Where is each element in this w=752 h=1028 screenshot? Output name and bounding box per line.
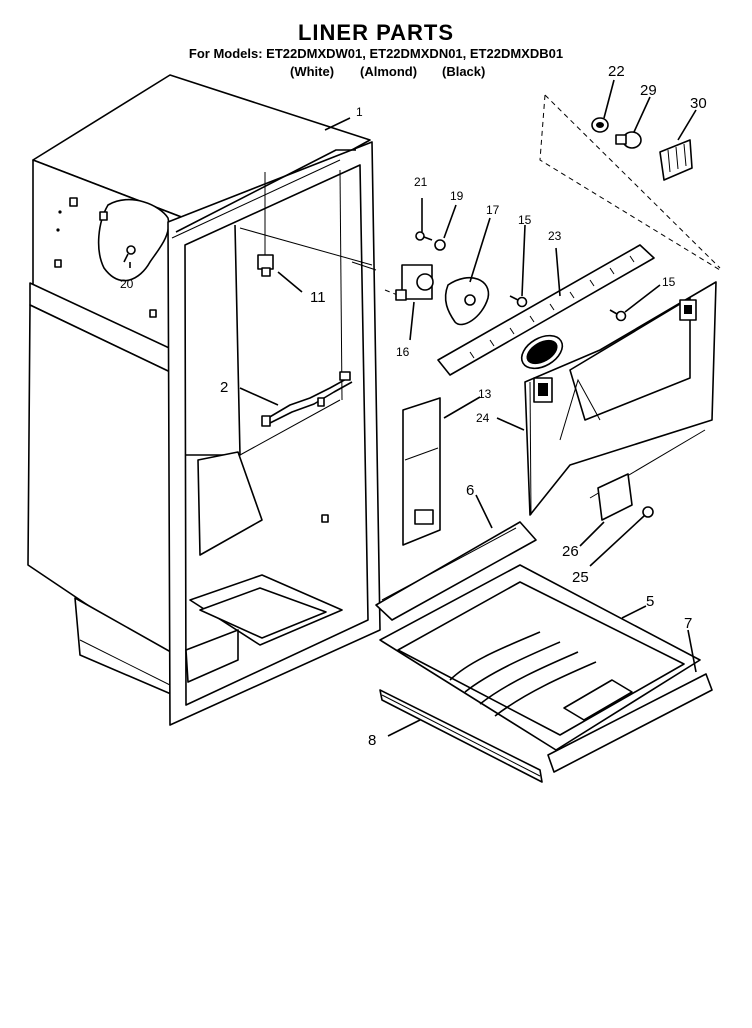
callout-15b: 15 (662, 275, 676, 289)
callout-21: 21 (414, 175, 428, 189)
page-title: LINER PARTS (297, 20, 455, 45)
finish-white: (White) (290, 64, 335, 79)
callout-16: 16 (396, 345, 410, 359)
crisper-pan-assembly (375, 521, 713, 783)
evaporator-cover-assembly (384, 94, 721, 546)
callout-19: 19 (450, 189, 464, 203)
finish-black: (Black) (442, 64, 486, 79)
callout-13: 13 (478, 387, 492, 401)
part-20-screw (123, 245, 136, 263)
callout-2: 2 (220, 379, 228, 396)
callout-labels: 1 2 5 6 7 8 11 13 15 15 16 17 19 20 21 2… (120, 63, 707, 749)
callout-29: 29 (640, 82, 657, 99)
callout-22: 22 (608, 63, 625, 80)
callout-15a: 15 (518, 213, 532, 227)
callout-7: 7 (684, 615, 692, 632)
callout-5: 5 (646, 593, 654, 610)
callout-17: 17 (486, 203, 500, 217)
callout-1: 1 (356, 105, 363, 119)
models-line: For Models: ET22DMXDW01, ET22DMXDN01, ET… (188, 46, 564, 61)
callout-6: 6 (466, 482, 474, 499)
callout-25: 25 (572, 569, 589, 586)
light-parts (591, 117, 693, 181)
leader-lines (129, 79, 697, 737)
finish-labels: (White) (Almond) (Black) (290, 64, 490, 80)
finish-almond: (Almond) (360, 64, 418, 79)
callout-23: 23 (548, 229, 562, 243)
part-11-switch (257, 172, 274, 277)
callout-24: 24 (476, 411, 490, 425)
callout-20: 20 (120, 277, 134, 291)
callout-30: 30 (690, 95, 707, 112)
refrigerator-cabinet (27, 74, 381, 726)
callout-11: 11 (310, 289, 326, 306)
callout-8: 8 (368, 732, 376, 749)
callout-26: 26 (562, 543, 579, 560)
part-2-wire-harness (261, 371, 353, 427)
